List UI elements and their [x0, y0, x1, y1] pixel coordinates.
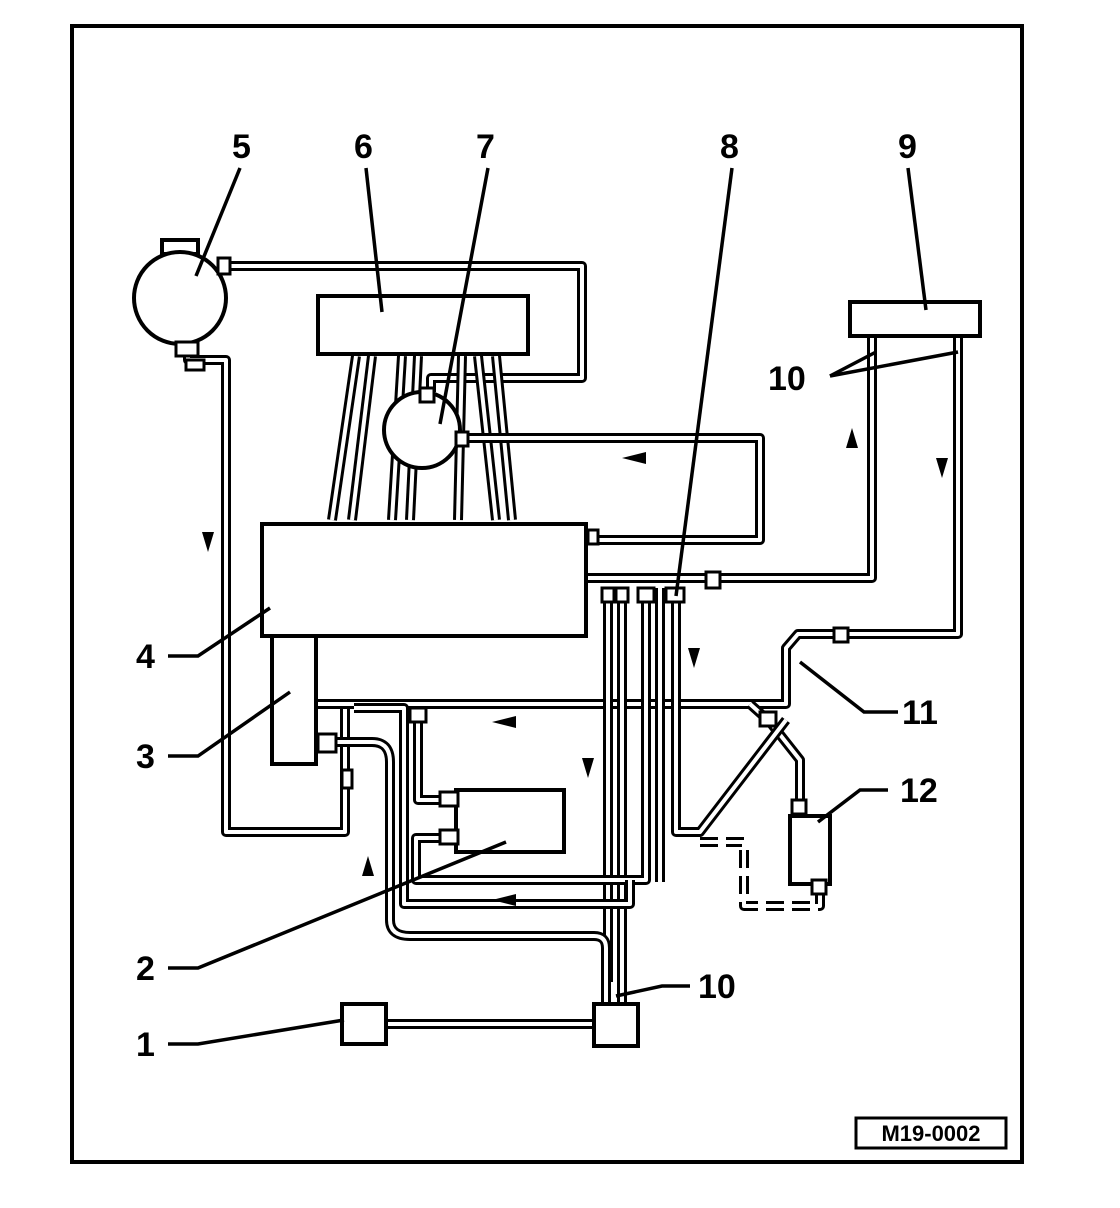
components [132, 238, 982, 1048]
engine-block [260, 522, 588, 638]
heater-core [454, 788, 566, 854]
hose-clamp [636, 586, 656, 604]
hose-clamp [810, 878, 828, 896]
leader-line-11 [798, 660, 898, 714]
reservoir-connector [174, 340, 200, 358]
leader-line-5 [194, 167, 242, 277]
hose-clamp [704, 570, 722, 590]
flow-arrow-up [846, 428, 858, 448]
callout-10-bottom: 10 [698, 968, 736, 1006]
part-1-left-end [340, 1002, 388, 1046]
callout-11: 11 [902, 694, 938, 732]
callout-3: 3 [136, 738, 155, 776]
leader-line-10a-1 [829, 350, 877, 378]
flow-arrow-down [202, 532, 214, 552]
reference-code-box: M19-0002 [854, 1116, 1008, 1150]
callout-9: 9 [898, 128, 917, 166]
heater-core-connector-2 [438, 828, 460, 846]
flow-arrow-left [622, 452, 646, 464]
callout-numbers: 5 6 7 8 9 10 4 11 3 12 2 10 1 [136, 128, 938, 1064]
leader-line-6 [364, 167, 384, 313]
leader-line-10a-2 [829, 350, 959, 378]
hose-clamp [216, 256, 232, 276]
container-12 [788, 814, 832, 886]
heater-core-connector-1 [438, 790, 460, 808]
pump-outlet [454, 430, 470, 448]
flow-arrow-up [362, 856, 374, 876]
leader-line-12 [816, 788, 888, 824]
callout-8: 8 [720, 128, 739, 166]
hose-clamp [408, 706, 428, 724]
callout-6: 6 [354, 128, 373, 166]
flow-arrows [202, 428, 948, 906]
leader-line-2 [168, 840, 507, 970]
reference-code: M19-0002 [881, 1121, 980, 1146]
flow-arrow-down [936, 458, 948, 478]
callout-10-top: 10 [768, 360, 806, 398]
hose-diagonal-return [671, 588, 790, 837]
flow-arrow-left [492, 894, 516, 906]
hose-clamp [832, 626, 850, 644]
pump-connector [418, 386, 436, 404]
hose-main-horizontal [318, 688, 791, 709]
hose-clamp [614, 586, 630, 604]
callout-7: 7 [476, 128, 495, 166]
radiator-box [316, 294, 530, 356]
hose-clamp [340, 768, 354, 790]
leader-line-3 [168, 690, 291, 758]
diagram-frame [70, 24, 1024, 1164]
leader-line-4 [168, 606, 271, 658]
flow-arrow-down [688, 648, 700, 668]
reference-code-frame [854, 1116, 1008, 1150]
leader-line-8 [674, 167, 734, 597]
flow-arrow-down [582, 758, 594, 778]
callout-5: 5 [232, 128, 251, 166]
part-1-right-end [592, 1002, 640, 1048]
callout-4: 4 [136, 638, 155, 676]
leader-lines [168, 167, 959, 1046]
hose-clamps [184, 256, 850, 896]
leader-line-7 [438, 167, 490, 425]
hose-clamp [316, 732, 338, 754]
callout-1: 1 [136, 1026, 155, 1064]
hose-clamp [758, 710, 778, 728]
hose-clamp [586, 528, 600, 546]
leader-line-9 [906, 167, 928, 311]
callout-12: 12 [900, 772, 938, 810]
coolant-flange [270, 634, 318, 766]
hose-clamp [184, 358, 206, 372]
container-12-connector [790, 798, 808, 816]
hose-heater-core-feed [413, 712, 444, 805]
hose-clamp [600, 586, 616, 604]
leader-line-10b [615, 984, 690, 998]
coolant-reservoir [132, 250, 228, 346]
flow-arrow-left [492, 716, 516, 728]
hose-flange-to-pipe [334, 737, 611, 1004]
leader-line-1 [168, 1018, 345, 1046]
callout-2: 2 [136, 950, 155, 988]
expansion-tank [848, 300, 982, 338]
